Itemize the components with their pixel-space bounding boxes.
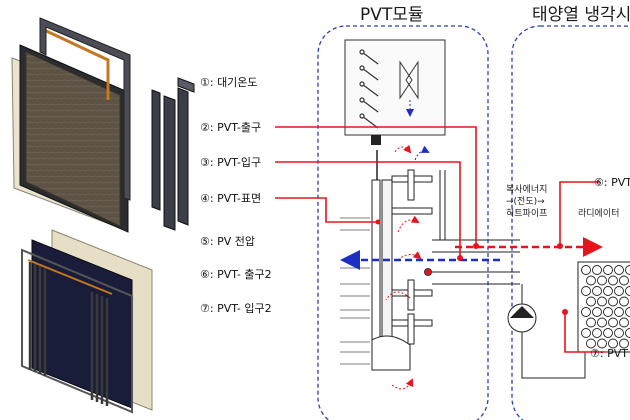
internal-flow-4 [391, 378, 414, 390]
radiator-tube [614, 286, 624, 296]
radiator-tube [614, 307, 624, 317]
rail-cap [177, 77, 195, 93]
radiator-tube [614, 265, 624, 275]
solar-cooling-boundary [511, 25, 630, 420]
radiator-tube [597, 296, 607, 307]
title-pvt-module: PVT모듈 [360, 5, 424, 25]
radiator-tube [581, 328, 591, 338]
radiator-tube [619, 338, 629, 349]
radiator-tube [581, 265, 591, 275]
sensor-label-6: ⑥: PVT- 출구2 [200, 268, 272, 281]
radiator-tube [625, 328, 630, 338]
radiator-tube [586, 275, 596, 286]
right-label-sensor7: ⑦: PVT [590, 347, 628, 360]
radiator-label: 라디에이터 [578, 209, 620, 219]
heat-transfer-line2: →(전도)→ [506, 197, 545, 207]
radiator-tube [603, 286, 613, 296]
radiator-tube [597, 338, 607, 349]
sensor-label-7: ⑦: PVT- 입구2 [200, 302, 272, 315]
right-label-sensor6: ⑥: PVT [594, 176, 630, 189]
radiator-tube [603, 307, 613, 317]
sensor-leaders [275, 126, 605, 353]
title-solar-cooling: 태양열 냉각시 [532, 5, 630, 25]
radiator-tube [603, 265, 613, 275]
pv-frame [21, 248, 133, 414]
fan-blade-right [405, 60, 419, 100]
manifold-pipe [27, 259, 113, 295]
heat-pipes-right [90, 292, 109, 406]
radiator-tube [614, 328, 624, 338]
radiator-tube [608, 338, 618, 349]
radiator-tube [592, 307, 602, 317]
surface-sensor-dot [424, 268, 432, 276]
sensor-label-4: ④: PVT-표면 [200, 192, 262, 205]
radiator-tube [608, 275, 618, 286]
radiator-tube [619, 317, 629, 328]
side-rail-2 [163, 95, 176, 231]
sensor-label-5: ⑤: PV 전압 [200, 235, 255, 248]
radiator-tube [581, 286, 591, 296]
radiator-tube [586, 296, 596, 307]
radiator-tube [625, 265, 630, 275]
internal-flow-1 [397, 215, 420, 233]
radiator-tube [597, 317, 607, 328]
pump-symbol [510, 306, 534, 318]
radiator-tube [608, 317, 618, 328]
terminal-block [371, 135, 381, 145]
side-rail-1 [151, 89, 161, 211]
radiator-tube [619, 296, 629, 307]
heat-transfer-line1: 복사에너지 [506, 185, 548, 195]
leader-sensor-2 [275, 126, 477, 246]
side-rail-3 [177, 87, 189, 226]
leader-sensor-7 [564, 312, 605, 353]
sensor-dots [375, 219, 568, 315]
radiator-tube [608, 296, 618, 307]
pvt-module-exploded-view [11, 17, 195, 233]
heat-pipes-left [28, 262, 47, 376]
pvt-module-backside-view [21, 229, 153, 414]
radiator-tube [586, 338, 596, 349]
radiator-tube [625, 307, 630, 317]
radiator-tube [592, 265, 602, 275]
absorber-panel [25, 51, 121, 227]
radiator-tube [603, 328, 613, 338]
radiator-tube [619, 275, 629, 286]
radiator [577, 261, 630, 353]
sensor-label-3: ③: PVT-입구 [200, 156, 262, 169]
leader-sensor-3 [275, 161, 461, 258]
pipe-stubs [391, 169, 433, 345]
fan-blade-left [399, 60, 413, 100]
pvt-module-boundary [317, 25, 489, 420]
radiator-tube [597, 275, 607, 286]
radiator-body [577, 261, 630, 353]
back-frame [39, 17, 131, 201]
louvers [359, 49, 379, 129]
outlet-pipes [432, 170, 520, 285]
leader-sensor-6 [559, 181, 600, 246]
air-inlet-box [344, 39, 446, 136]
radiator-tube [592, 286, 602, 296]
sensor-label-2: ②: PVT-출구 [200, 121, 262, 134]
radiator-tube [592, 328, 602, 338]
pvt-schematic [340, 39, 586, 390]
header-pipe [39, 26, 110, 100]
schematic-annotations [340, 217, 370, 365]
radiator-tubes [581, 265, 630, 349]
heat-transfer-line3: 히트파이프 [506, 209, 548, 219]
leader-sensor-4 [275, 197, 378, 223]
top-flow-red [394, 144, 412, 154]
sensor-label-1: ①: 대기온도 [200, 76, 258, 89]
radiator-tube [581, 307, 591, 317]
radiator-tube [625, 286, 630, 296]
base-mount [371, 335, 411, 371]
radiator-tube [586, 317, 596, 328]
internal-flow-2 [397, 251, 422, 261]
top-flow-blue [414, 145, 430, 161]
